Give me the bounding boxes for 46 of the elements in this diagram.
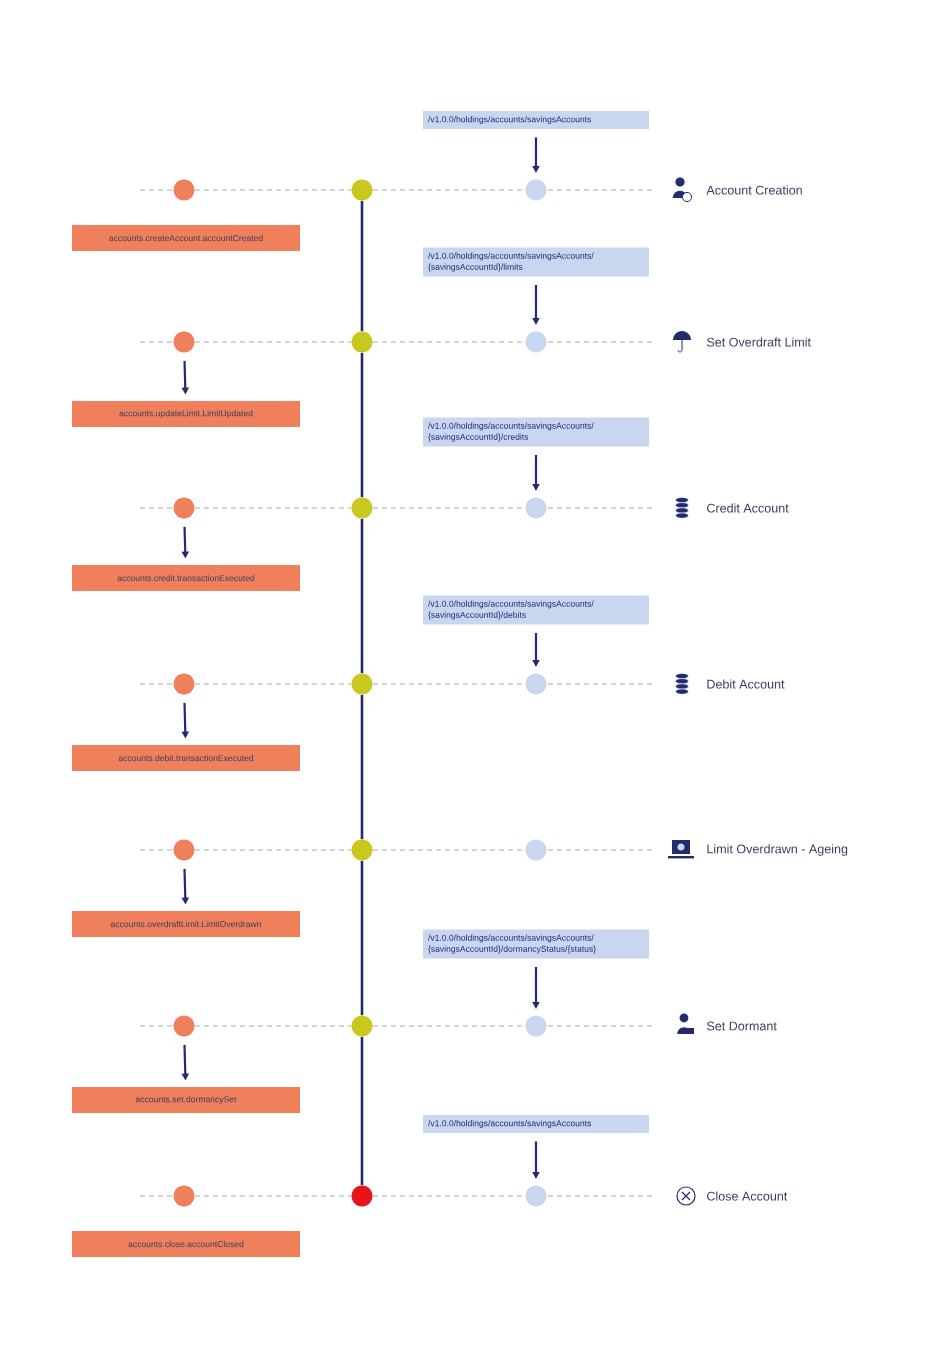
timeline-line xyxy=(360,352,364,498)
event-dot xyxy=(173,839,195,861)
dashed-line xyxy=(194,1025,352,1027)
timeline-dot xyxy=(351,179,373,201)
dashed-line xyxy=(372,507,526,509)
timeline-dot xyxy=(351,331,373,353)
arrow xyxy=(532,455,540,491)
event-dot xyxy=(173,673,195,695)
arrow xyxy=(532,285,540,325)
request-dot xyxy=(525,1185,547,1207)
timeline-dot xyxy=(351,673,373,695)
arrow xyxy=(532,967,540,1009)
event-dot xyxy=(173,331,195,353)
timeline-dot xyxy=(351,497,373,519)
dashed-line xyxy=(194,341,352,343)
timeline-line xyxy=(360,1036,364,1186)
dashed-line xyxy=(194,189,352,191)
arrow xyxy=(532,633,540,667)
request-dot xyxy=(525,497,547,519)
dashed-line xyxy=(194,849,352,851)
arrow xyxy=(532,137,540,173)
dashed-line xyxy=(372,683,526,685)
event-dot xyxy=(173,1185,195,1207)
request-dot xyxy=(525,839,547,861)
request-dot xyxy=(525,331,547,353)
timeline-dot xyxy=(351,1185,373,1207)
timeline-line xyxy=(360,860,364,1016)
request-dot xyxy=(525,673,547,695)
dashed-line xyxy=(372,1025,526,1027)
dashed-line xyxy=(372,1195,526,1197)
dashed-line xyxy=(372,849,526,851)
timeline-dot xyxy=(351,1015,373,1037)
request-dot xyxy=(525,179,547,201)
timeline-line xyxy=(360,200,364,332)
timeline-dot xyxy=(351,839,373,861)
dashed-line xyxy=(372,341,526,343)
dashed-line xyxy=(194,683,352,685)
dashed-line xyxy=(372,189,526,191)
event-dot xyxy=(173,1015,195,1037)
event-dot xyxy=(173,179,195,201)
timeline-line xyxy=(360,518,364,674)
request-dot xyxy=(525,1015,547,1037)
dashed-line xyxy=(194,1195,352,1197)
dashed-line xyxy=(194,507,352,509)
event-dot xyxy=(173,497,195,519)
timeline-line xyxy=(360,694,364,840)
